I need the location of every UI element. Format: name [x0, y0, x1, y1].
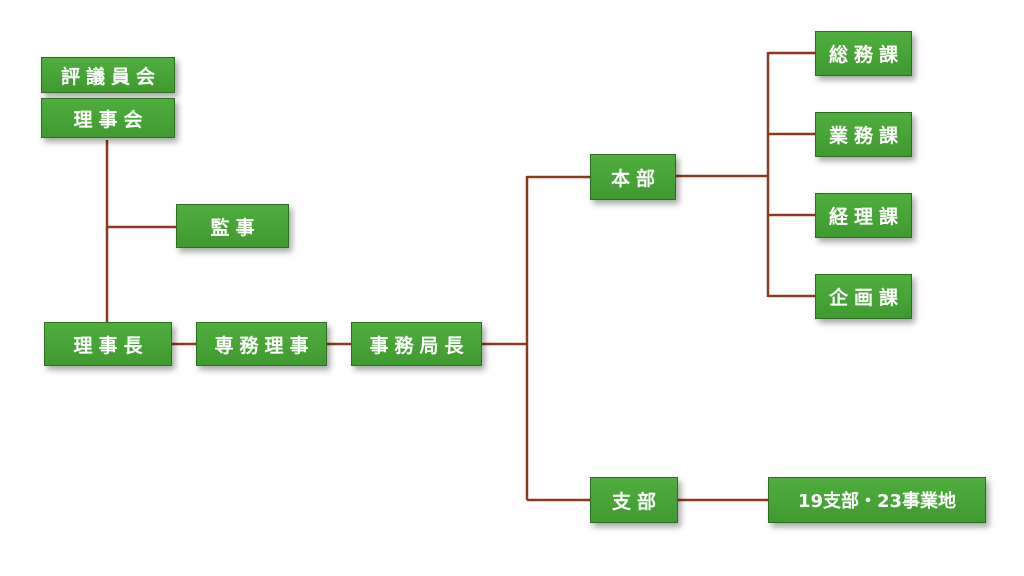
rijikai-box: 理事会 [41, 98, 175, 138]
rijicho-box: 理事長 [44, 322, 172, 366]
kikakuka-box: 企画課 [815, 274, 912, 319]
hyogiinkai-label: 評議員会 [60, 65, 161, 88]
honbu-label: 本部 [610, 167, 661, 190]
senmu-riji-box: 専務理事 [196, 322, 327, 366]
keirika-label: 経理課 [828, 206, 904, 228]
hyogiinkai-box: 評議員会 [41, 57, 175, 93]
somuka-label: 総務課 [828, 44, 904, 66]
gyomuka-label: 業務課 [828, 125, 904, 147]
jimukyokucho-label: 事務局長 [369, 334, 470, 357]
senmu-riji-label: 専務理事 [214, 334, 315, 357]
somuka-box: 総務課 [815, 31, 912, 76]
shibu-box: 支部 [590, 477, 678, 523]
kikakuka-label: 企画課 [828, 287, 904, 309]
rijikai-label: 理事会 [73, 108, 149, 131]
gyomuka-box: 業務課 [815, 112, 912, 157]
shibu-detail-label: 19支部・23事業地 [797, 491, 957, 512]
jimukyokucho-box: 事務局長 [351, 322, 482, 366]
honbu-box: 本部 [590, 154, 676, 200]
rijicho-label: 理事長 [73, 334, 149, 357]
kanji-label: 監事 [210, 216, 261, 239]
kanji-box: 監事 [176, 204, 289, 248]
keirika-box: 経理課 [815, 193, 912, 238]
shibu-label: 支部 [611, 490, 662, 513]
shibu-detail-box: 19支部・23事業地 [768, 477, 986, 523]
